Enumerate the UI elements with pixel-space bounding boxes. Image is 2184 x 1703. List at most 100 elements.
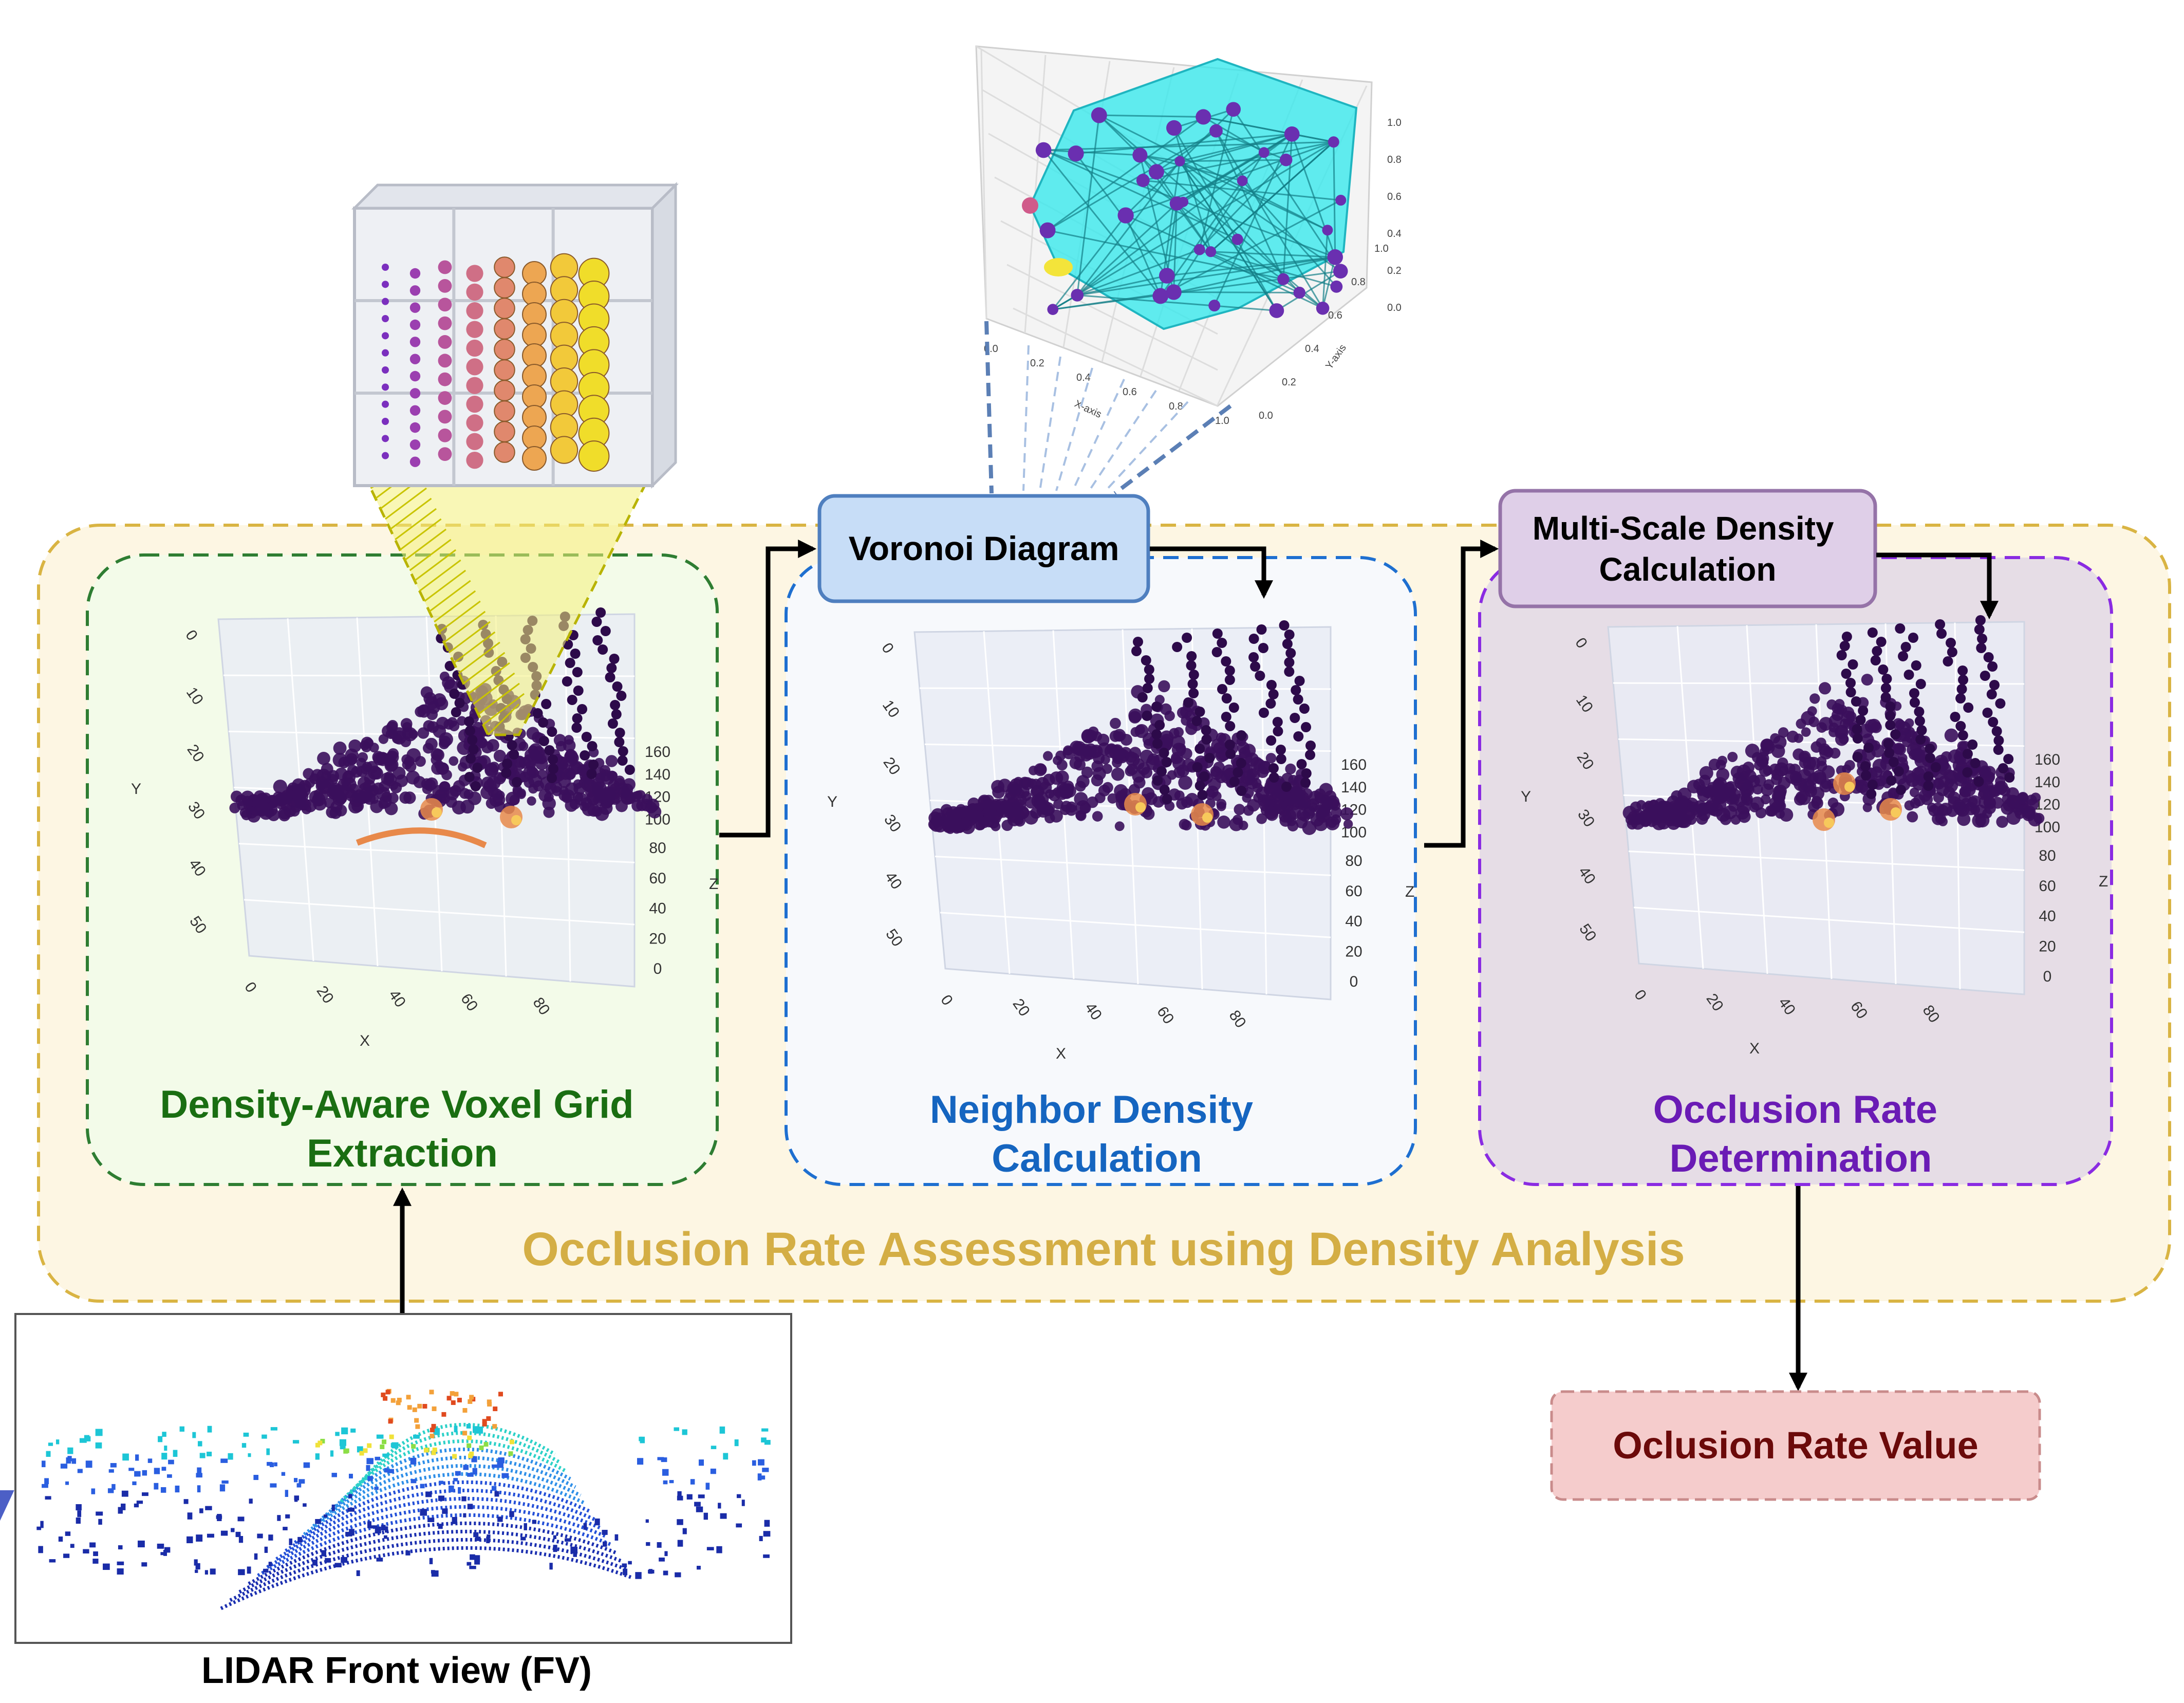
plot-point [1242,793,1252,803]
plot-point [1714,783,1729,797]
plot-point [1915,734,1926,745]
lidar-point [289,1538,293,1545]
plot-point [571,723,582,733]
cube-density-dot [409,388,421,399]
lidar-point [110,1463,117,1468]
plot-point [1948,796,1961,809]
lidar-point [187,1512,193,1520]
plot-point [1224,739,1235,750]
lidar-point [486,1536,490,1544]
plot-point [1886,775,1897,786]
plot-point [1729,794,1740,805]
plot-point [1962,767,1973,778]
plot-point [1217,684,1228,694]
plot-point [309,773,320,784]
lidar-point-mid [424,1448,429,1453]
lidar-point-mid [320,1438,325,1443]
voronoi-edge [1210,141,1334,252]
lidar-point [46,1451,51,1457]
plot-point [1977,634,1988,644]
lidar-point-hot [462,1408,468,1413]
lidar-point-hot [454,1392,459,1397]
voronoi-y-tick: 0.0 [1259,410,1273,421]
plot-point [1742,762,1754,774]
lidar-point [375,1456,381,1460]
lidar-point-mid [479,1445,484,1450]
lidar-point [257,1533,263,1539]
plot-point [1895,785,1906,795]
lidar-point [48,1442,53,1446]
plot-point [464,726,475,736]
lidar-point-hot [482,1419,487,1424]
plot-point [361,742,372,753]
plot-point [1111,767,1125,781]
lidar-point-mid [431,1450,436,1455]
lidar-point [736,1523,742,1528]
lidar-point [758,1459,764,1466]
plot-point [1880,683,1891,693]
voronoi-edge [1322,230,1329,308]
lidar-point [381,1525,386,1531]
lidar-point [472,1468,477,1475]
plot-z-tick: 0 [2043,968,2052,985]
lidar-point [103,1563,110,1570]
cube-density-dot [438,298,452,312]
lidar-point [161,1467,166,1471]
lidar-point [331,1504,335,1511]
multiscale-label-line-1: Multi-Scale Density [1533,510,1834,547]
lidar-point [173,1450,178,1457]
plot-point [1291,685,1301,695]
plot-point [1137,762,1150,775]
plot-z-tick: 80 [1345,853,1362,869]
plot-point [1962,749,1973,759]
plot-point [449,756,459,766]
plot-point [445,796,457,808]
plot-point [1677,813,1692,828]
cube-density-dot [382,349,389,357]
hatch-line [438,600,481,633]
plot-point [1217,802,1226,811]
plot-point [1803,765,1815,776]
voronoi-edge [1242,180,1337,287]
plot-point [1907,742,1921,757]
plot-point [533,780,545,792]
plot-point [400,718,413,730]
plot-point [992,786,1005,799]
output-label: Oclusion Rate Value [1613,1424,1978,1467]
plot-point [1290,713,1300,723]
lidar-point [266,1448,270,1455]
plot-point [1955,721,1966,731]
plot-point [1860,770,1871,781]
plot-point [1180,706,1192,718]
plot-point [395,774,408,787]
lidar-point-hot [383,1396,388,1401]
plot-point [958,818,970,830]
plot-point [1956,684,1967,694]
plot-point [562,676,572,687]
plot-point [408,729,418,739]
lidar-point [564,1538,571,1542]
plot-point [1995,698,2006,709]
lidar-point [757,1473,762,1480]
plot-z-tick: 60 [1345,883,1362,900]
plot-point [1236,786,1247,796]
plot-hotspot [1135,802,1146,812]
lidar-point [195,1569,198,1573]
voronoi-edge [1075,133,1292,155]
plot-point [1811,797,1823,809]
lidar-caption: LIDAR Front view (FV) [201,1650,592,1691]
lidar-point-hot [493,1406,498,1412]
cube-density-dot [466,283,483,301]
lidar-point [439,1480,444,1485]
voronoi-y-tick: 1.0 [1374,243,1389,254]
voronoi-z-tick: 0.2 [1387,265,1402,276]
plot-point [1125,751,1137,763]
cube-density-dot [494,421,515,442]
plot-point [567,695,577,705]
lidar-point [241,1443,247,1448]
lidar-point [335,1432,340,1436]
lidar-point [204,1570,208,1575]
plot-point [464,772,475,782]
plot-point [1958,675,1969,685]
plot-point [2004,772,2015,783]
